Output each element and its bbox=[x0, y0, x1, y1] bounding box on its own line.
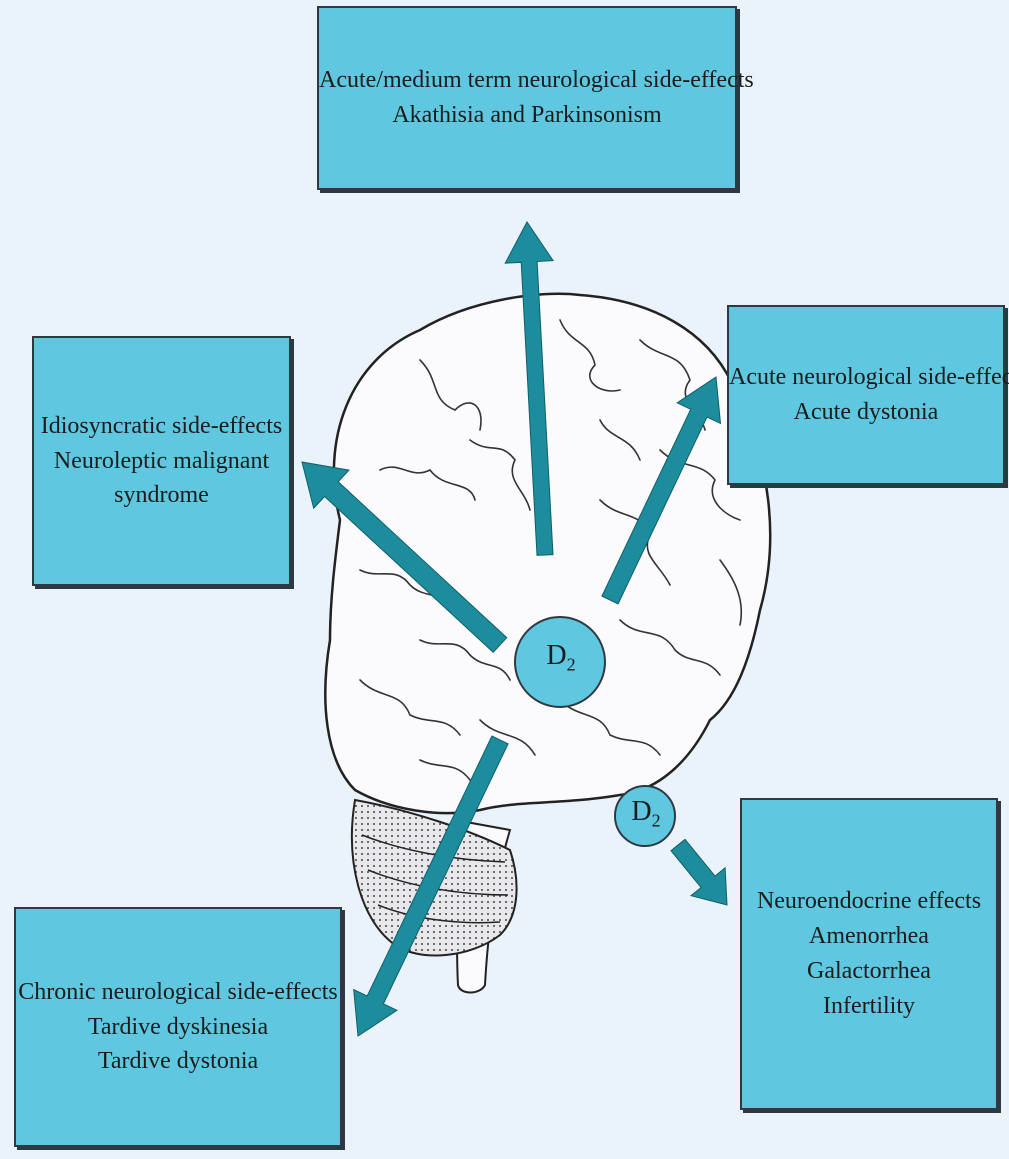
box-top-title: Acute/medium term neurological side-effe… bbox=[319, 63, 735, 98]
d2-pituitary-letter: D bbox=[631, 796, 651, 827]
box-acute-neurological: Acute neurological side-effects Acute dy… bbox=[727, 305, 1005, 485]
arrow-to-bottom-right-box bbox=[671, 839, 727, 905]
box-bottom-right-title: Neuroendocrine effects bbox=[742, 884, 996, 919]
box-left-title: Idiosyncratic side-effects bbox=[34, 409, 289, 444]
box-right-item: Acute dystonia bbox=[729, 395, 1003, 430]
d2-label-pituitary: D2 bbox=[620, 796, 672, 832]
box-idiosyncratic: Idiosyncratic side-effects Neuroleptic m… bbox=[32, 336, 291, 586]
box-acute-medium-term: Acute/medium term neurological side-effe… bbox=[317, 6, 737, 190]
box-chronic-neurological: Chronic neurological side-effects Tardiv… bbox=[14, 907, 342, 1147]
box-bottom-left-item-1: Tardive dyskinesia bbox=[16, 1010, 340, 1045]
d2-main-subscript: 2 bbox=[567, 655, 576, 675]
box-right-title: Acute neurological side-effects bbox=[729, 360, 1003, 395]
box-bottom-right-item-2: Galactorrhea bbox=[742, 954, 996, 989]
box-bottom-left-item-2: Tardive dystonia bbox=[16, 1044, 340, 1079]
d2-label-main: D2 bbox=[535, 640, 587, 676]
box-neuroendocrine: Neuroendocrine effects Amenorrhea Galact… bbox=[740, 798, 998, 1110]
box-bottom-right-item-1: Amenorrhea bbox=[742, 919, 996, 954]
box-bottom-right-item-3: Infertility bbox=[742, 989, 996, 1024]
d2-pituitary-subscript: 2 bbox=[652, 811, 661, 831]
box-top-item: Akathisia and Parkinsonism bbox=[319, 98, 735, 133]
box-left-item-2: syndrome bbox=[34, 478, 289, 513]
box-bottom-left-title: Chronic neurological side-effects bbox=[16, 975, 340, 1010]
d2-main-letter: D bbox=[546, 640, 566, 671]
box-left-item-1: Neuroleptic malignant bbox=[34, 444, 289, 479]
